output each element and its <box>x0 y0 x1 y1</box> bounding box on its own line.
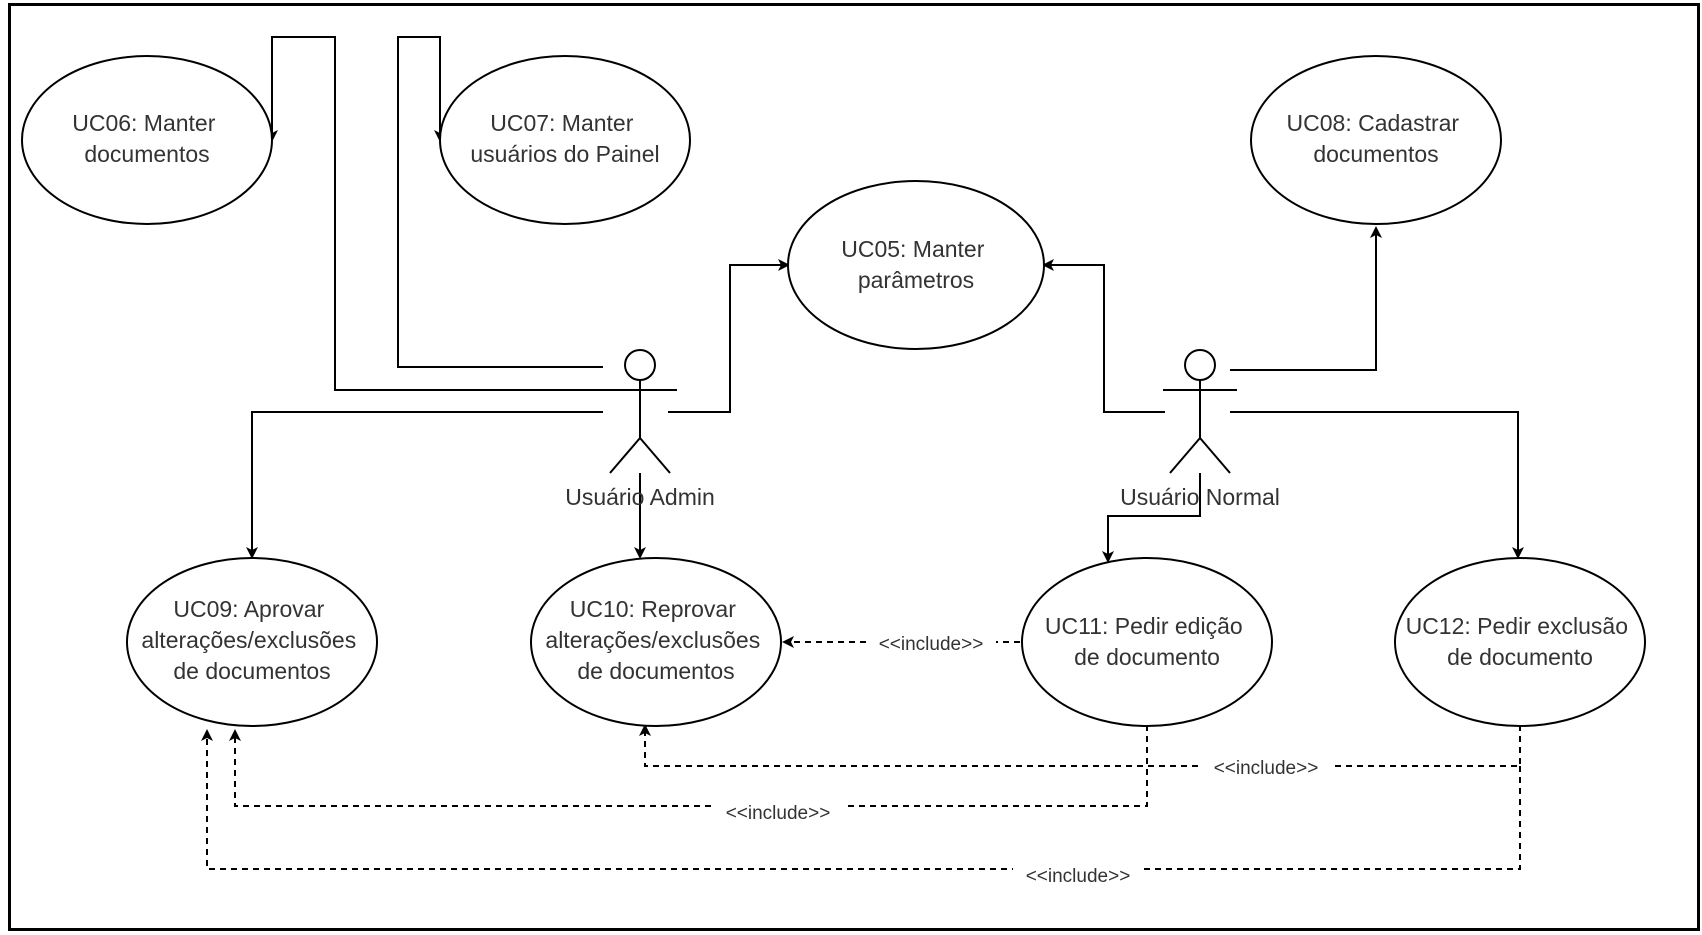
include-uc12-uc09 <box>201 729 1521 870</box>
uc08-ellipse[interactable] <box>1250 55 1502 225</box>
include-label-uc11-uc10: <<include>> <box>879 634 984 655</box>
uc11-label: UC11: Pedir edição de documento <box>1045 613 1249 670</box>
include-label-uc11-uc09: <<include>> <box>726 803 831 824</box>
uc10-label: UC10: Reprovar alterações/exclusões de d… <box>545 596 766 684</box>
uc12-ellipse[interactable] <box>1394 557 1646 727</box>
actor-normal-left-leg <box>1169 437 1201 474</box>
uc06-label: UC06: Manter documentos <box>72 110 222 167</box>
actor-normal-head <box>1184 349 1216 381</box>
assoc-normal-uc11 <box>1102 473 1201 563</box>
includes <box>201 636 1521 870</box>
assoc-admin-uc09 <box>246 411 603 559</box>
uc09-ellipse[interactable] <box>126 557 378 727</box>
assoc-admin-uc07 <box>397 36 603 368</box>
assoc-admin-uc05 <box>668 259 790 413</box>
actor-admin-right-leg <box>639 437 671 474</box>
assoc-normal-uc08 <box>1230 226 1382 371</box>
uc12-label: UC12: Pedir exclusão de documento <box>1406 613 1635 670</box>
actor-normal[interactable] <box>1163 349 1237 474</box>
include-label-uc12-uc10: <<include>> <box>1214 758 1319 779</box>
uc09-label: UC09: Aprovar alterações/exclusões de do… <box>141 596 362 684</box>
include-uc12-uc10 <box>639 724 1521 767</box>
uc05-ellipse[interactable] <box>787 180 1045 350</box>
uc06-ellipse[interactable] <box>21 55 273 225</box>
uc11-ellipse[interactable] <box>1021 557 1273 727</box>
actor-admin-label: Usuário Admin <box>565 484 715 510</box>
assoc-normal-uc05 <box>1042 259 1165 413</box>
uc10-ellipse[interactable] <box>530 557 782 727</box>
actor-admin-head <box>624 349 656 381</box>
include-label-uc12-uc09: <<include>> <box>1026 866 1131 887</box>
actor-normal-label: Usuário Normal <box>1120 484 1280 510</box>
include-labels: <<include>> <<include>> <<include>> <<in… <box>713 631 1331 887</box>
uc07-label: UC07: Manter usuários do Painel <box>470 110 659 167</box>
uc08-label: UC08: Cadastrar documentos <box>1287 110 1466 167</box>
actor-normal-right-leg <box>1199 437 1231 474</box>
use-cases <box>21 55 1646 727</box>
associations <box>246 36 1524 563</box>
actor-admin-left-leg <box>609 437 641 474</box>
assoc-admin-uc06 <box>266 36 663 391</box>
actor-admin[interactable] <box>603 349 677 474</box>
uc07-ellipse[interactable] <box>439 55 691 225</box>
assoc-normal-uc12 <box>1230 411 1524 559</box>
use-case-labels: UC06: Manter documentos UC07: Manter usu… <box>72 110 1635 684</box>
uc05-label: UC05: Manter parâmetros <box>841 236 991 293</box>
